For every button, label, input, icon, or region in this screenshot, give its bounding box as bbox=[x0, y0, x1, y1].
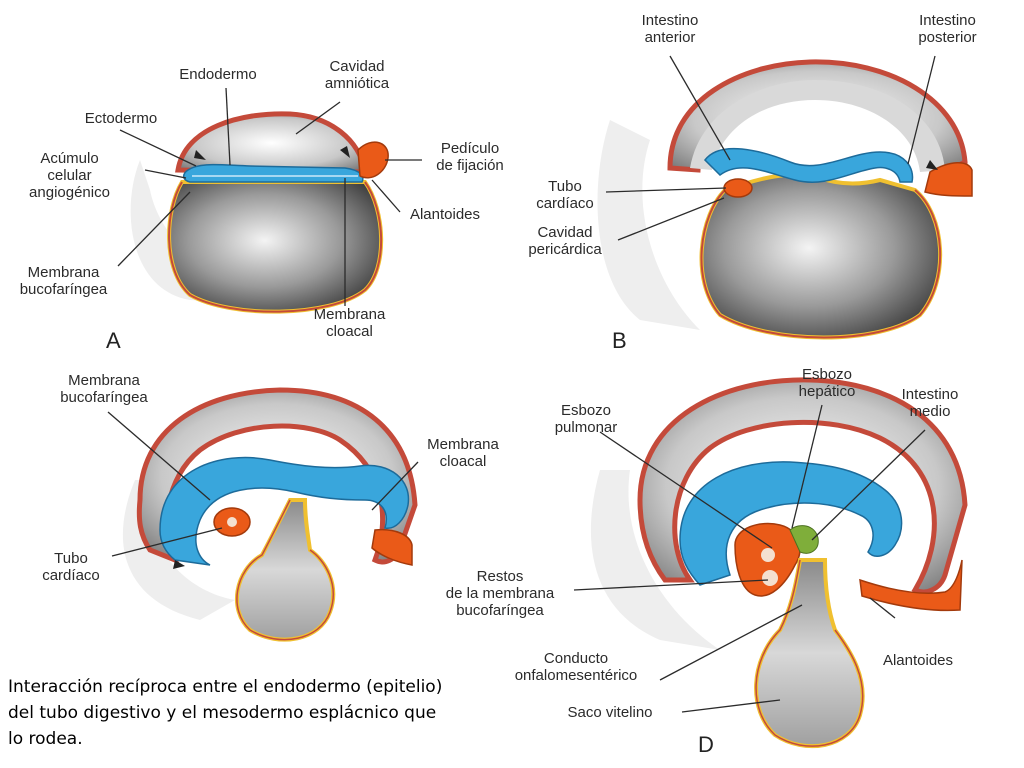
panel-c-gut bbox=[159, 456, 410, 566]
label-intestino-posterior: Intestino posterior bbox=[918, 12, 977, 46]
label-alantoides-a: Alantoides bbox=[409, 206, 481, 223]
label-alantoides-d: Alantoides bbox=[882, 652, 954, 669]
panel-b-yolk-sac bbox=[699, 172, 943, 340]
label-intestino-anterior: Intestino anterior bbox=[641, 12, 699, 46]
label-esbozo-hepatico: Esbozo hepático bbox=[798, 366, 856, 400]
leader-lines bbox=[107, 55, 936, 713]
label-tubo-cardiaco-c: Tubo cardíaco bbox=[42, 550, 100, 584]
panel-c-drawing bbox=[122, 387, 418, 642]
panel-a-drawing bbox=[130, 111, 389, 314]
panel-letter-d: D bbox=[698, 732, 714, 757]
panel-a-connecting-stalk bbox=[357, 141, 389, 179]
panel-c-yolk-sac bbox=[235, 498, 336, 642]
label-saco-vitelino: Saco vitelino bbox=[567, 704, 653, 721]
label-pediculo: Pedículo de fijación bbox=[436, 140, 504, 174]
panel-b-gut-tube bbox=[704, 147, 914, 183]
label-conducto-onfalomesenterico: Conducto onfalomesentérico bbox=[514, 650, 638, 684]
label-cavidad-pericardica: Cavidad pericárdica bbox=[528, 224, 602, 258]
panel-a-yolk-sac bbox=[167, 180, 384, 314]
label-cavidad-amniotica: Cavidad amniótica bbox=[324, 58, 390, 92]
label-intestino-medio: Intestino medio bbox=[901, 386, 959, 420]
panel-letter-b: B bbox=[612, 328, 627, 353]
label-restos-membrana: Restos de la membrana bucofaríngea bbox=[445, 568, 555, 619]
label-ectodermo: Ectodermo bbox=[84, 110, 158, 127]
panel-b-drawing bbox=[597, 59, 973, 340]
label-membrana-cloacal-c: Membrana cloacal bbox=[427, 436, 499, 470]
panel-d-drawing bbox=[590, 377, 968, 749]
label-membrana-cloacal-a: Membrana cloacal bbox=[313, 306, 386, 340]
label-esbozo-pulmonar: Esbozo pulmonar bbox=[554, 402, 618, 436]
label-membrana-buco-c: Membrana bucofaríngea bbox=[60, 372, 148, 406]
label-membrana-buco-a: Membrana bucofaríngea bbox=[19, 264, 108, 298]
label-tubo-cardiaco-b: Tubo cardíaco bbox=[536, 178, 594, 212]
label-endodermo: Endodermo bbox=[179, 66, 257, 83]
panel-d-gut bbox=[679, 461, 903, 586]
figure-caption: Interacción recíproca entre el endodermo… bbox=[8, 677, 443, 749]
panel-letter-a: A bbox=[106, 328, 121, 353]
label-acumulo: Acúmulo celular angiogénico bbox=[29, 150, 110, 201]
panel-b-heart-tube bbox=[723, 178, 753, 198]
panel-a-endoderm bbox=[183, 163, 364, 183]
panel-d-amnion bbox=[637, 377, 968, 595]
panel-a-amnion bbox=[175, 111, 368, 175]
